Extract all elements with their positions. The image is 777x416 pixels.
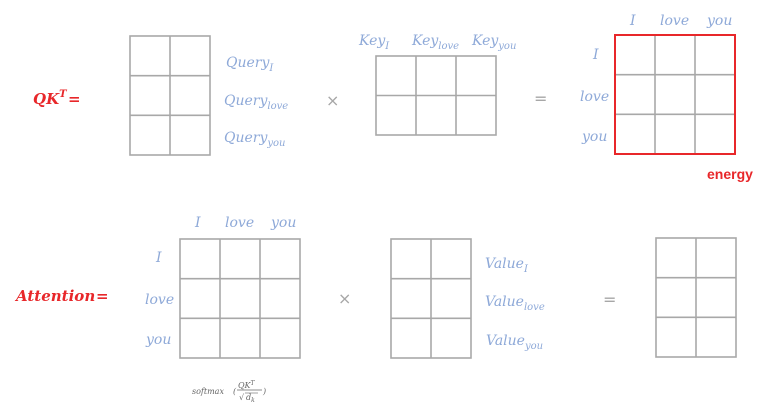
attention-equals: = [96, 287, 109, 305]
query-label-love: Querylove [224, 93, 288, 112]
attention-weights-matrix [179, 238, 301, 359]
value-label-love: Valuelove [485, 294, 545, 313]
bottom-times-sign: × [338, 289, 351, 308]
softmax-numerator: QKT [238, 380, 256, 390]
output-matrix [655, 237, 737, 358]
key-label-i: KeyI [358, 33, 390, 52]
qkt-label: QKT [33, 89, 68, 108]
value-label-i: ValueI [485, 256, 529, 275]
top-times-sign: × [326, 91, 339, 110]
energy-matrix [614, 34, 736, 155]
softmax-open-paren: ( [233, 387, 237, 396]
energy-col-you: you [706, 13, 732, 29]
top-equals-sign: = [534, 89, 547, 108]
softmax-close-paren: ) [262, 387, 266, 396]
query-matrix [129, 35, 211, 156]
softmax-sqrt: √ [239, 393, 245, 402]
qkt-equals: = [68, 90, 81, 108]
softmax-denominator: dk [246, 393, 255, 404]
value-matrix [390, 238, 472, 359]
energy-row-love: love [580, 89, 609, 105]
attn-col-you: you [270, 215, 296, 231]
attn-row-you: you [145, 332, 171, 348]
bottom-equals-sign: = [603, 290, 616, 309]
energy-row-i: I [592, 47, 599, 63]
attn-row-i: I [155, 250, 162, 266]
query-label-you: Queryyou [224, 130, 286, 149]
value-label-you: Valueyou [486, 333, 543, 352]
key-label-love: Keylove [411, 33, 459, 52]
softmax-formula: softmax ( QKT √ dk ) [192, 380, 266, 404]
attn-row-love: love [145, 292, 174, 308]
attention-label: Attention [14, 287, 95, 305]
key-matrix [375, 55, 497, 136]
query-label-i: QueryI [226, 55, 274, 74]
attn-col-love: love [225, 215, 254, 231]
energy-col-i: I [629, 13, 636, 29]
key-label-you: Keyyou [471, 33, 516, 52]
softmax-fn: softmax [192, 387, 224, 396]
energy-row-you: you [581, 129, 607, 145]
attn-col-i: I [194, 215, 201, 231]
energy-col-love: love [660, 13, 689, 29]
energy-caption: energy [707, 166, 753, 182]
